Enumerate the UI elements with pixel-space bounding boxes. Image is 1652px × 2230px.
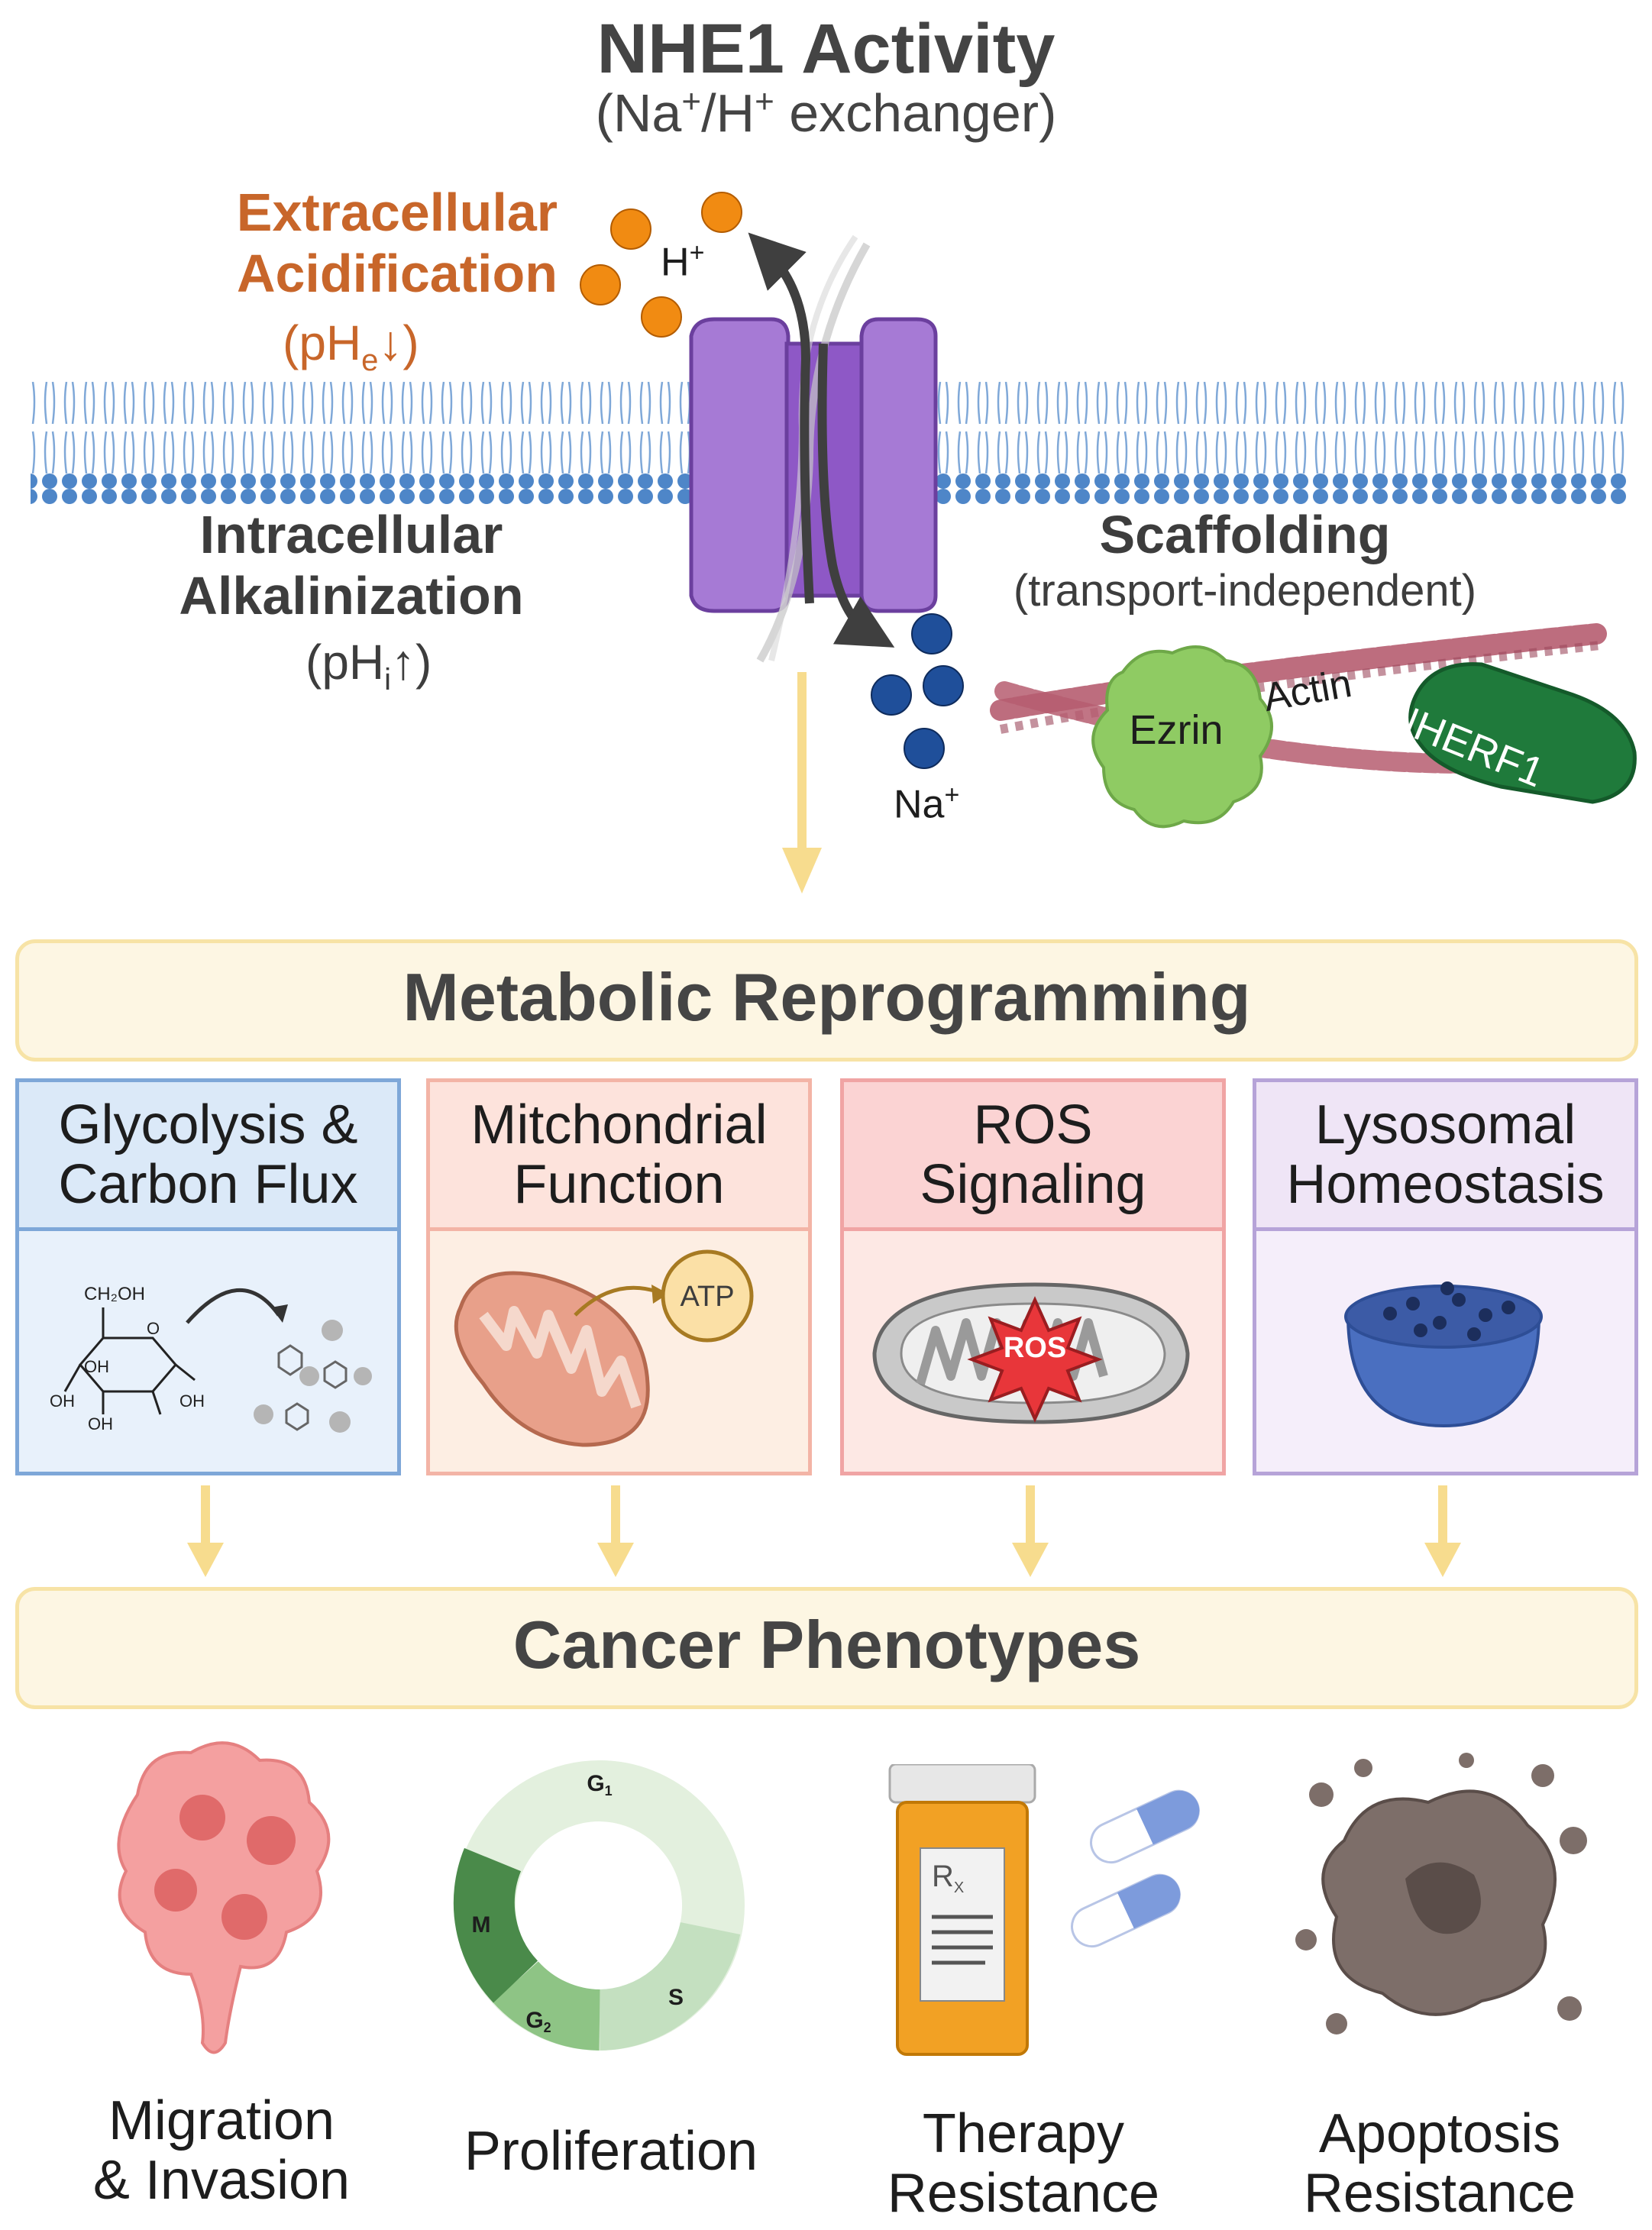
metabolic-band: Metabolic Reprogramming: [15, 939, 1638, 1062]
glucose-icon: CH₂OH O OH OH OH OH: [50, 1284, 372, 1433]
ezrin-protein: [1091, 645, 1273, 829]
svg-text:OH: OH: [50, 1391, 75, 1411]
metabolic-title: Metabolic Reprogramming: [402, 959, 1251, 1035]
therapy-icon: RX: [888, 1764, 1200, 2056]
intracellular-ph: (pHi↑): [306, 635, 432, 696]
cell-cycle-icon: G1 S G2 M: [453, 1760, 745, 2051]
diagram-title: NHE1 Activity: [596, 10, 1056, 88]
svg-text:RX: RX: [932, 1860, 964, 1896]
svg-text:G1: G1: [587, 1771, 612, 1799]
membrane-right: [932, 382, 1627, 504]
scaffolding-title: Scaffolding: [1099, 505, 1391, 564]
migration-icon: [117, 1741, 331, 2054]
svg-text:CH₂OH: CH₂OH: [84, 1284, 145, 1304]
lysosome-icon: [1344, 1281, 1543, 1428]
extracellular-label: Extracellular Acidification: [236, 183, 558, 303]
h-ion-dots: [580, 192, 742, 338]
ezrin-label: Ezrin: [1129, 707, 1224, 753]
svg-text:OH: OH: [88, 1414, 113, 1433]
svg-text:OH: OH: [84, 1357, 109, 1376]
cancer-band: Cancer Phenotypes: [15, 1587, 1638, 1709]
svg-text:ROS: ROS: [1004, 1332, 1066, 1364]
scaffolding-subtitle: (transport-independent): [1013, 566, 1477, 616]
svg-text:ATP: ATP: [680, 1281, 734, 1313]
na-influx-arrow: [817, 343, 895, 648]
flow-arrows-row: [187, 1485, 1461, 1577]
extracellular-ph: (pHe↓): [283, 315, 419, 377]
card-glycolysis: Glycolysis &Carbon Flux CH₂OH O OH OH OH…: [15, 1078, 401, 1475]
svg-text:OH: OH: [179, 1391, 205, 1411]
membrane-scene: [31, 192, 1637, 829]
svg-text:O: O: [147, 1319, 160, 1338]
mitochondrion-icon: ATP: [454, 1249, 754, 1447]
phenotype-migration: Migration& Invasion: [92, 2090, 351, 2211]
card-glycolysis-head: Glycolysis &Carbon Flux: [19, 1082, 397, 1231]
ros-mitochondrion-icon: ROS: [872, 1282, 1190, 1424]
nherf1-protein: [1408, 662, 1637, 804]
flow-arrow-main: [782, 672, 822, 894]
na-ion-dots: [871, 613, 964, 769]
diagram-subtitle: (Na+/H+ exchanger): [595, 82, 1057, 143]
apoptosis-icon: [1295, 1753, 1587, 2034]
intracellular-label: Intracellular Alkalinization: [179, 505, 524, 625]
svg-text:G2: G2: [525, 2008, 551, 2035]
svg-text:S: S: [668, 1985, 684, 2010]
svg-text:M: M: [472, 1912, 491, 1938]
cancer-title: Cancer Phenotypes: [512, 1607, 1141, 1682]
h-efflux-arrow: [748, 232, 814, 604]
nhe1-channel: [689, 317, 938, 613]
membrane-left: [31, 382, 703, 504]
na-ion-label: Na+: [894, 780, 960, 827]
h-ion-label: H+: [661, 238, 705, 285]
phenotype-proliferation: Proliferation: [464, 2121, 758, 2182]
